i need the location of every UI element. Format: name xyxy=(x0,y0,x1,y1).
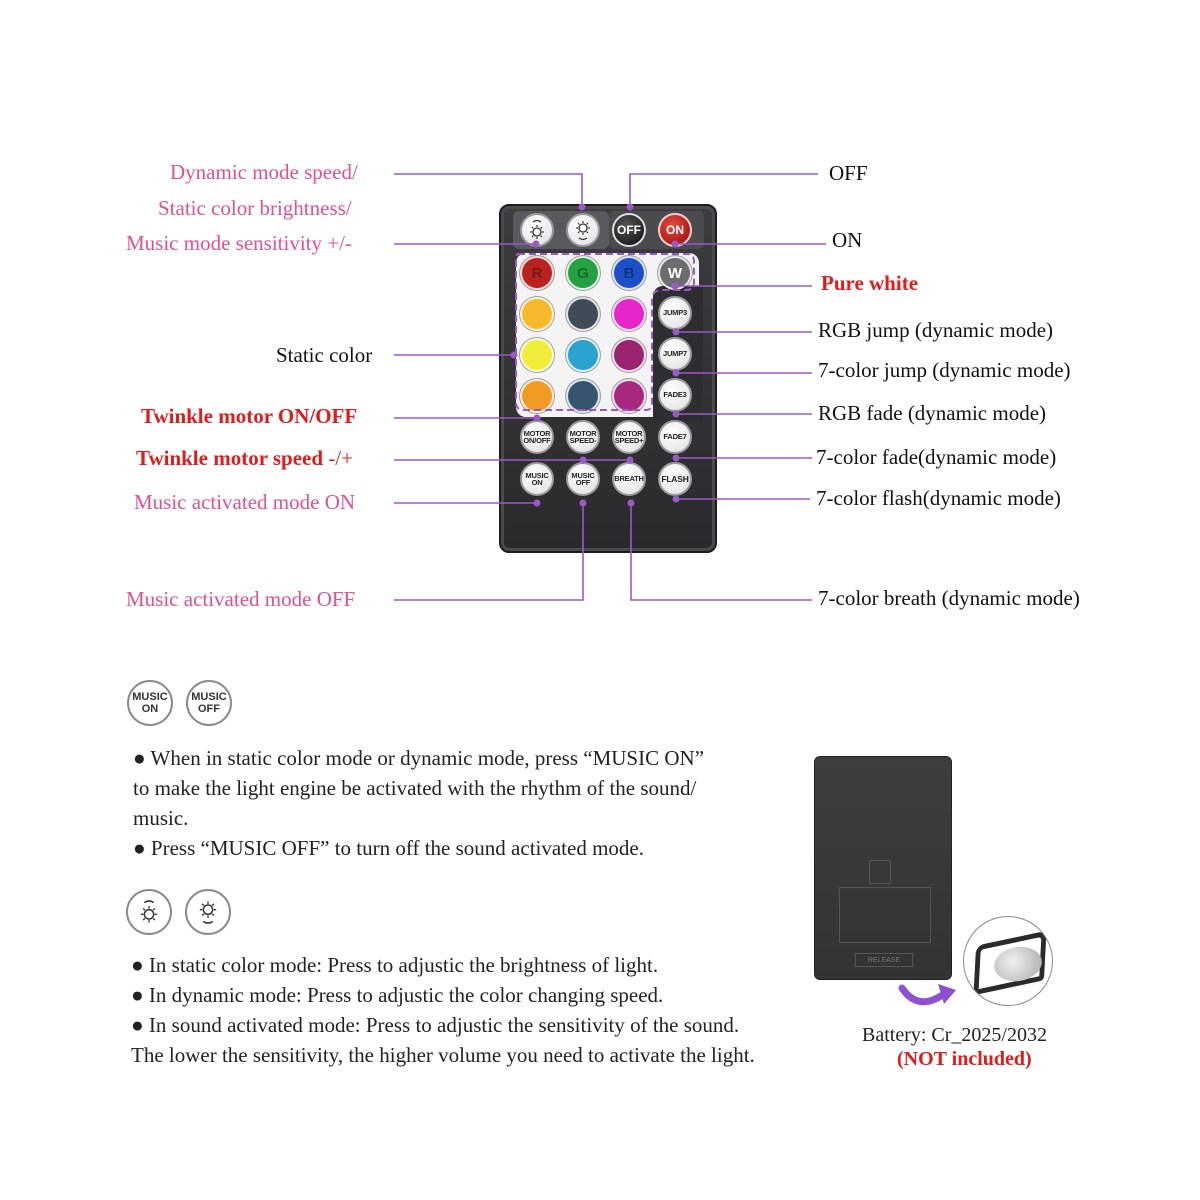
label-brightness-line3: Music mode sensitivity +/- xyxy=(126,231,352,255)
color-button-plum[interactable] xyxy=(612,338,646,372)
fade3-button[interactable]: FADE3 xyxy=(658,378,692,412)
color-button-yellow-orange[interactable] xyxy=(520,297,554,331)
brightness-down-icon xyxy=(185,889,231,935)
brightness-para-line2: ● In dynamic mode: Press to adjustic the… xyxy=(131,983,664,1007)
color-button-magenta[interactable] xyxy=(612,297,646,331)
label-twinkle-speed-text: Twinkle motor speed xyxy=(136,446,324,470)
sun-down-glyph xyxy=(199,901,217,924)
music-on-l2: ON xyxy=(531,478,543,487)
remote-control-back: RELEASE xyxy=(814,756,952,980)
battery-compartment xyxy=(839,887,931,943)
red-button[interactable]: R xyxy=(520,256,554,290)
music-para-line2: to make the light engine be activated wi… xyxy=(133,776,697,800)
color-button-cyan[interactable] xyxy=(566,338,600,372)
brightness-up-icon xyxy=(530,219,544,239)
motor-speed-down-button[interactable]: MOTOR SPEED- xyxy=(566,420,600,454)
music-on-button[interactable]: MUSIC ON xyxy=(520,462,554,496)
motor-speed-up-l2: SPEED+ xyxy=(614,436,644,445)
label-twinkle-onoff: Twinkle motor ON/OFF xyxy=(141,404,358,428)
battery-not-included: (NOT included) xyxy=(897,1048,1032,1070)
music-on-icon-l1: MUSIC xyxy=(132,690,168,703)
music-on-icon-l2: ON xyxy=(141,703,159,715)
jump7-label: JUMP7 xyxy=(662,349,687,359)
color-button-yellow[interactable] xyxy=(520,338,554,372)
color-button-purple[interactable] xyxy=(612,379,646,413)
label-static-color: Static color xyxy=(276,343,373,367)
music-off-button[interactable]: MUSIC OFF xyxy=(566,462,600,496)
brightness-para-line1: ● In static color mode: Press to adjusti… xyxy=(131,953,659,977)
off-button[interactable]: OFF xyxy=(612,213,646,247)
motor-speed-up-button[interactable]: MOTOR SPEED+ xyxy=(612,420,646,454)
label-brightness-line2: Static color brightness/ xyxy=(158,196,352,220)
brightness-down-icon xyxy=(576,221,590,241)
color-button-steel-blue[interactable] xyxy=(566,379,600,413)
motor-onoff-l2: ON/OFF xyxy=(523,436,551,445)
jump7-button[interactable]: JUMP7 xyxy=(658,337,692,371)
on-button[interactable]: ON xyxy=(658,213,692,247)
brightness-para-line4: The lower the sensitivity, the higher vo… xyxy=(131,1043,755,1067)
motor-speed-down-l1: MOTOR xyxy=(569,428,597,438)
label-brightness-line1: Dynamic mode speed/ xyxy=(170,160,358,184)
label-music-on: Music activated mode ON xyxy=(134,490,356,514)
label-twinkle-speed: Twinkle motor speed -/+ xyxy=(136,448,353,469)
label-pure-white: Pure white xyxy=(821,271,919,295)
brightness-up-button[interactable] xyxy=(520,213,554,247)
color-button-orange[interactable] xyxy=(520,379,554,413)
label-7color-jump: 7-color jump (dynamic mode) xyxy=(818,358,1071,382)
music-off-icon-l2: OFF xyxy=(198,703,220,715)
label-7color-breath: 7-color breath (dynamic mode) xyxy=(818,586,1080,610)
motor-speed-up-l1: MOTOR xyxy=(615,428,643,438)
motor-speed-down-l2: SPEED- xyxy=(569,436,597,445)
music-off-icon-l1: MUSIC xyxy=(191,690,227,703)
label-twinkle-speed-suffix: -/+ xyxy=(328,446,353,470)
fade7-button[interactable]: FADE7 xyxy=(658,420,692,454)
flash-label: FLASH xyxy=(661,473,689,484)
release-latch[interactable]: RELEASE xyxy=(855,953,913,967)
remote-control-front: OFF ON R G B W JUMP3 JUMP7 FADE3 MOTOR O… xyxy=(499,204,717,553)
label-rgb-jump: RGB jump (dynamic mode) xyxy=(818,318,1054,342)
label-rgb-fade: RGB fade (dynamic mode) xyxy=(818,401,1047,425)
battery-tray-image xyxy=(963,916,1053,1006)
music-off-l2: OFF xyxy=(575,478,591,487)
blue-button[interactable]: B xyxy=(612,256,646,290)
color-button-dark-slate[interactable] xyxy=(566,297,600,331)
fade3-label: FADE3 xyxy=(663,390,687,400)
music-para-line1: ● When in static color mode or dynamic m… xyxy=(133,746,705,770)
music-para-line3: music. xyxy=(133,806,189,830)
music-on-l1: MUSIC xyxy=(525,470,549,480)
green-button[interactable]: G xyxy=(566,256,600,290)
music-on-icon: MUSIC ON xyxy=(127,680,173,726)
brightness-up-icon xyxy=(126,889,172,935)
motor-onoff-l1: MOTOR xyxy=(523,428,551,438)
motor-onoff-button[interactable]: MOTOR ON/OFF xyxy=(520,420,554,454)
label-on: ON xyxy=(832,228,863,252)
jump3-label: JUMP3 xyxy=(662,308,687,318)
brightness-down-button[interactable] xyxy=(566,213,600,247)
label-off: OFF xyxy=(829,161,868,185)
music-off-icon: MUSIC OFF xyxy=(186,680,232,726)
recycle-bin-icon xyxy=(869,860,891,884)
label-music-off: Music activated mode OFF xyxy=(126,587,356,611)
sun-up-glyph xyxy=(140,900,158,923)
breath-button[interactable]: BREATH xyxy=(612,462,646,496)
flash-button[interactable]: FLASH xyxy=(658,462,692,496)
white-button[interactable]: W xyxy=(658,256,692,290)
jump3-button[interactable]: JUMP3 xyxy=(658,296,692,330)
battery-type-label: Battery: Cr_2025/2032 xyxy=(862,1024,1047,1046)
label-7color-flash: 7-color flash(dynamic mode) xyxy=(816,486,1061,510)
music-off-l1: MUSIC xyxy=(571,470,595,480)
fade7-label: FADE7 xyxy=(663,432,687,442)
music-para-line4: ● Press “MUSIC OFF” to turn off the soun… xyxy=(133,836,644,860)
label-7color-fade: 7-color fade(dynamic mode) xyxy=(816,445,1057,469)
breath-label: BREATH xyxy=(614,474,644,484)
brightness-para-line3: ● In sound activated mode: Press to adju… xyxy=(131,1013,740,1037)
